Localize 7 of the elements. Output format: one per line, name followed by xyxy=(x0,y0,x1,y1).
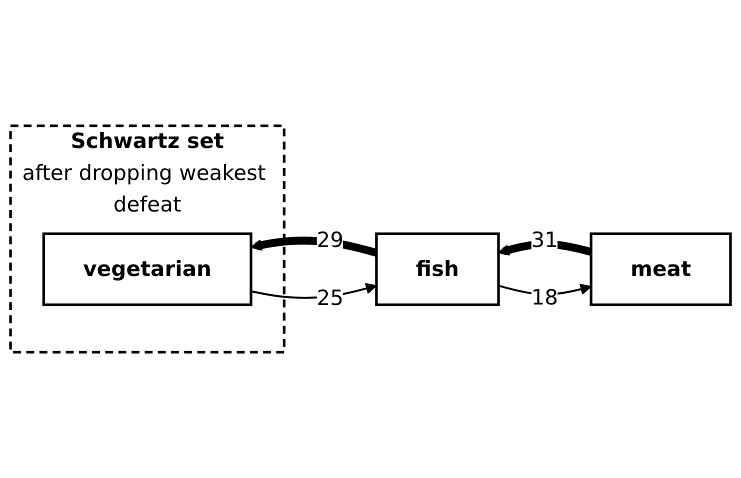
node-box: vegetarian xyxy=(42,232,252,306)
node-box: meat xyxy=(590,232,732,306)
node-box: fish xyxy=(375,232,500,306)
edge-label: 25 xyxy=(316,285,344,310)
edge-label: 18 xyxy=(531,285,558,310)
edge-label: 31 xyxy=(531,227,558,252)
edge-label: 29 xyxy=(316,227,344,252)
